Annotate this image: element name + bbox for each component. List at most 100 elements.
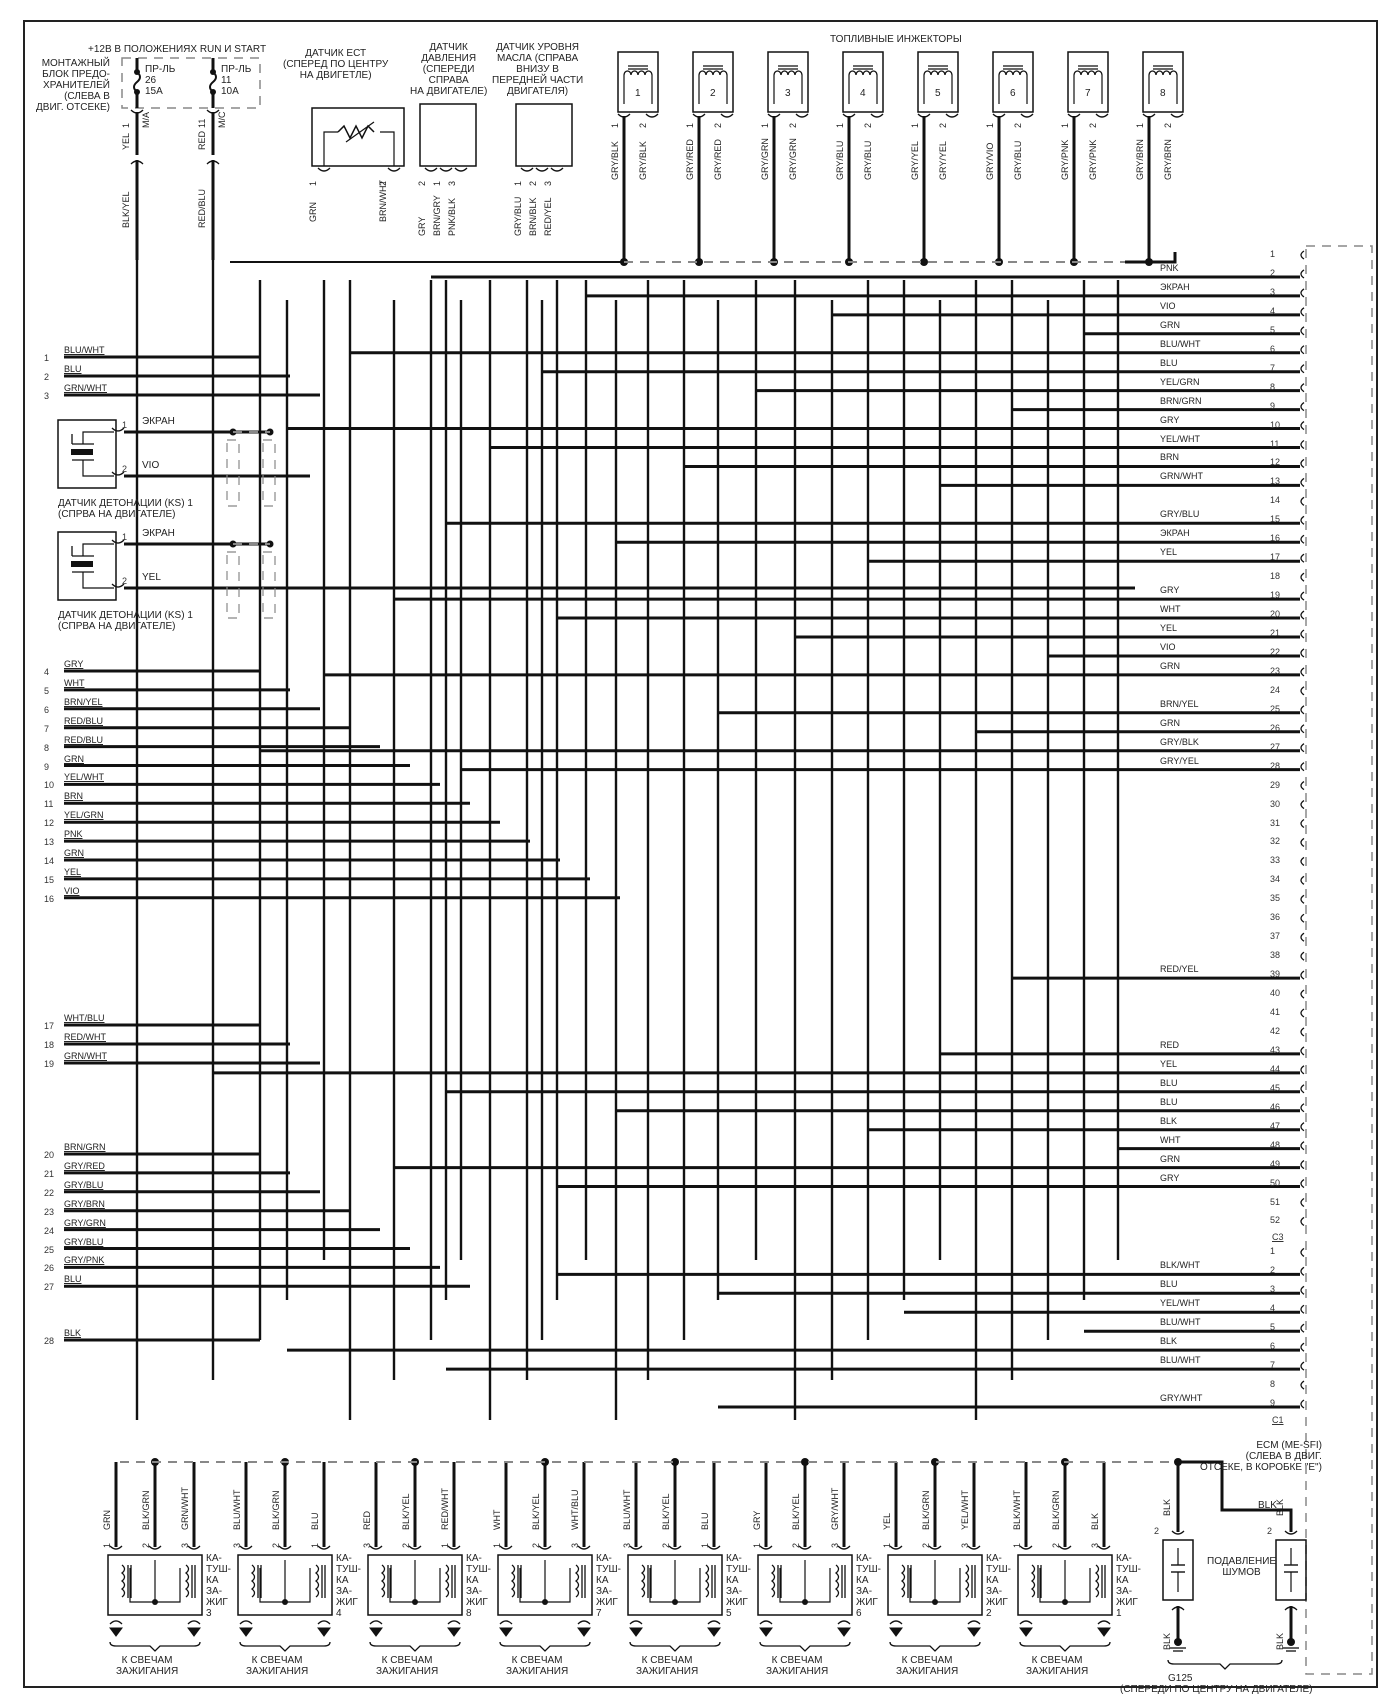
injector-number: 4 <box>860 88 866 99</box>
ecm-c3-pin-number: 17 <box>1270 552 1281 563</box>
injector-coil-icon <box>998 70 1028 76</box>
connector-icon <box>967 1545 981 1550</box>
left-wire-label: GRN/WHT <box>64 1051 107 1061</box>
left-pin-number: 3 <box>44 391 50 401</box>
left-wire-label: BLU <box>64 1274 82 1285</box>
pin-number: 2 <box>788 122 798 128</box>
left-wire-label: YEL <box>64 866 82 877</box>
ecm-c3-pin-number: 4 <box>1270 305 1276 316</box>
coil-winding-icon <box>900 1564 906 1598</box>
wire-color-label: GRY/GRN <box>788 138 798 180</box>
wire-color-label: BRN/BLK <box>528 197 538 236</box>
wire-color-label: YEL/WHT <box>960 1489 970 1530</box>
pin-number: 1 <box>985 122 995 128</box>
brace-icon <box>1167 1659 1283 1670</box>
spark-plug-arrow-icon <box>1019 1627 1033 1637</box>
connector-icon <box>707 1620 721 1625</box>
injector-coil-icon <box>698 70 728 76</box>
pin-number: 1 <box>700 1542 710 1548</box>
injector-splice-dot <box>920 258 928 266</box>
wire-color-label: BLK/YEL <box>531 1493 541 1530</box>
spark-plug-arrow-icon <box>109 1627 123 1637</box>
ecm-pin-socket-icon <box>1300 894 1305 904</box>
ecm-c3-pin-number: 16 <box>1270 533 1281 544</box>
ecm-pin-socket-icon <box>1300 837 1305 847</box>
connector-icon <box>317 1545 331 1550</box>
left-wire-label: GRY/PNK <box>64 1255 105 1266</box>
left-wire-label: GRY <box>64 659 84 669</box>
knock-pin-number: 2 <box>122 576 128 586</box>
connector-icon <box>535 167 549 172</box>
ecm-pin-socket-icon <box>1300 591 1305 601</box>
pin-number: 3 <box>543 180 553 186</box>
connector-icon <box>577 1545 591 1550</box>
wire-color-label: GRY/WHT <box>830 1487 840 1530</box>
spark-plugs-label: К СВЕЧАМ ЗАЖИГАНИЯ <box>116 1655 179 1677</box>
brace-icon <box>629 1641 721 1652</box>
ecm-c1-pin-number: 3 <box>1270 1284 1276 1295</box>
ecm-pin-socket-icon <box>1300 818 1305 829</box>
knock-sensor-box <box>57 531 117 601</box>
ecm-pin-socket-icon <box>1300 477 1305 487</box>
ecm-c3-pin-number: 33 <box>1270 855 1281 866</box>
injector-box <box>692 51 734 113</box>
pin-number: 1 <box>102 1542 112 1548</box>
ecm-c3-pin-number: 6 <box>1270 343 1276 354</box>
brace-icon <box>109 1641 201 1652</box>
spark-plug-arrow-icon <box>1097 1627 1111 1637</box>
pin-number: 3 <box>232 1542 242 1548</box>
ecm-c3-wire-label: YEL <box>1160 1058 1178 1069</box>
ignition-coil-box <box>367 1554 463 1616</box>
ecm-c3-pin-number: 52 <box>1270 1215 1281 1226</box>
ecm-label: ECM (ME-SFI) (СЛЕВА В ДВИГ. ОТСЕКЕ, В КО… <box>1200 1440 1322 1473</box>
brace-icon <box>759 1641 851 1652</box>
connector-icon <box>369 1545 383 1550</box>
injector-coil-icon <box>848 70 878 76</box>
spark-plug-arrow-icon <box>187 1627 201 1637</box>
wire-color-label: GRY/GRN <box>760 138 770 180</box>
fuse-label: ПР-ЛЬ 11 10A <box>221 64 252 97</box>
ecm-c3-pin-number: 10 <box>1270 419 1281 430</box>
connector-icon <box>1097 1545 1111 1550</box>
injector-number: 8 <box>1160 88 1166 99</box>
left-pin-number: 16 <box>44 893 55 904</box>
ignition-coil-box <box>107 1554 203 1616</box>
ecm-c3-wire-label: GRY <box>1160 585 1180 596</box>
ecm-c1-wire-label: BLU <box>1160 1279 1178 1290</box>
ecm-c3-pin-number: 51 <box>1270 1196 1281 1207</box>
ect-internal <box>380 131 395 166</box>
coil-winding-icon <box>964 1564 970 1598</box>
connector-icon <box>798 1545 812 1550</box>
pin-number: 2 <box>401 1542 411 1548</box>
left-wire-label: RED/WHT <box>64 1032 106 1042</box>
connector-icon <box>408 1545 422 1550</box>
pin-number: 1 <box>492 1542 502 1548</box>
wire-color-label: BLK/YEL <box>121 191 131 228</box>
wire-color-label: GRN <box>308 202 318 222</box>
ecm-pin-socket-icon <box>1300 1361 1305 1371</box>
knock-lead <box>82 572 114 589</box>
injector-coil-icon <box>1073 70 1103 76</box>
injector-coil-icon <box>923 70 953 76</box>
pin-number: 1 <box>685 122 695 128</box>
ecm-c3-pin-number: 3 <box>1270 286 1276 297</box>
fuse-block-label: МОНТАЖНЫЙ БЛОК ПРЕДО- ХРАНИТЕЛЕЙ (СЛЕВА … <box>36 58 110 113</box>
fuse-terminal <box>210 69 216 75</box>
coil-winding-icon <box>834 1564 840 1598</box>
ecm-pin-socket-icon <box>1300 458 1305 468</box>
connector-icon <box>148 1545 162 1550</box>
noise-wire-label: BLK <box>1258 1500 1277 1511</box>
ecm-pin-socket-icon <box>1300 553 1305 563</box>
coil-winding-icon <box>1094 1564 1100 1598</box>
ecm-c3-pin-number: 46 <box>1270 1101 1281 1112</box>
ecm-c3-pin-number: 45 <box>1270 1082 1281 1093</box>
connector-icon <box>1058 1545 1072 1550</box>
spark-plug-arrow-icon <box>369 1627 383 1637</box>
ecm-c1-pin-number: 5 <box>1270 1322 1276 1333</box>
wire-color-label: GRY/YEL <box>910 141 920 180</box>
left-wire-label: BRN <box>64 791 84 802</box>
wire-color-label: WHT <box>492 1509 502 1531</box>
injector-box <box>917 51 959 113</box>
ecm-pin-socket-icon <box>1300 1008 1305 1018</box>
pin-number: 2 <box>791 1542 801 1548</box>
